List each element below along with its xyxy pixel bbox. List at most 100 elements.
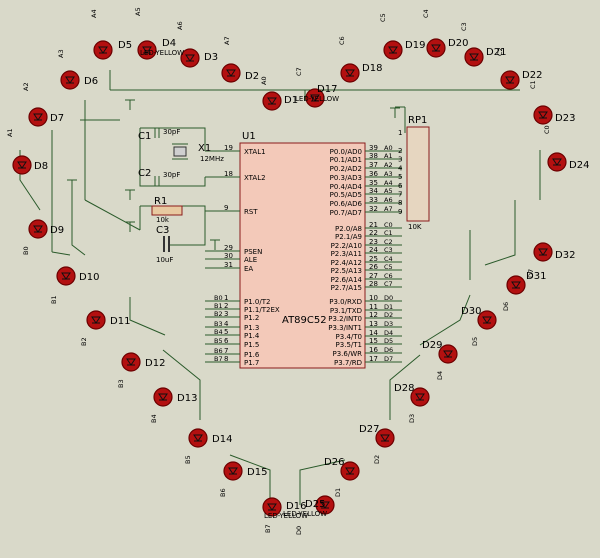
led-ref: D5 bbox=[118, 40, 132, 51]
diode-symbol bbox=[33, 225, 43, 233]
pin-name: P2.0/A8 bbox=[335, 225, 362, 233]
crystal-x1[interactable]: X1 12MHz bbox=[172, 143, 224, 163]
diode-symbol bbox=[98, 46, 108, 54]
pin-number: 16 bbox=[369, 346, 378, 354]
wire bbox=[210, 239, 220, 250]
wire bbox=[300, 89, 310, 100]
pin-name: P1.1/T2EX bbox=[244, 306, 280, 314]
led-body bbox=[262, 91, 282, 111]
led-part: LED-YELLOW bbox=[283, 510, 327, 518]
pin-name: XTAL2 bbox=[244, 174, 266, 182]
rp1-pin-number: 8 bbox=[398, 199, 402, 207]
resistor-r1[interactable]: R1 10k bbox=[151, 196, 183, 224]
capacitor-c1[interactable]: C1 30pF bbox=[138, 128, 180, 142]
led-ref: D20 bbox=[448, 38, 468, 49]
pin-name: P2.1/A9 bbox=[335, 233, 362, 241]
led-d20[interactable]: D20 C4 bbox=[422, 9, 468, 58]
net-label: A7 bbox=[384, 205, 393, 213]
led-net: D4 bbox=[436, 371, 444, 380]
net-label: B1 bbox=[214, 302, 223, 310]
led-body bbox=[180, 48, 200, 68]
pin-number: 18 bbox=[224, 170, 233, 178]
led-ref: D3 bbox=[204, 52, 218, 63]
capacitor-c2[interactable]: C2 30pF bbox=[138, 168, 180, 186]
capacitor-c3[interactable]: C3 10uF bbox=[156, 225, 173, 264]
led-net: C4 bbox=[422, 9, 430, 18]
wire bbox=[389, 354, 421, 420]
led-body bbox=[86, 310, 106, 330]
